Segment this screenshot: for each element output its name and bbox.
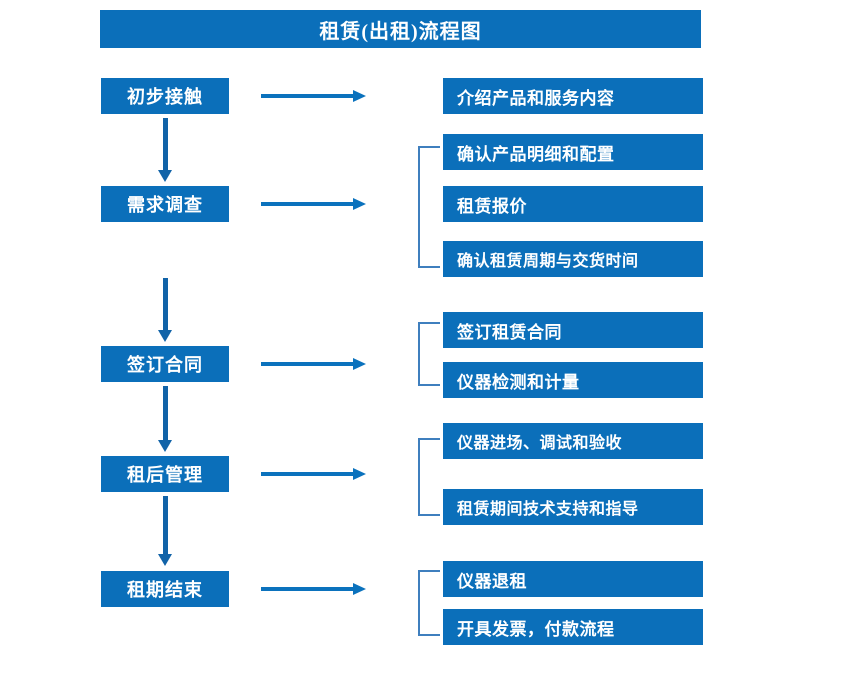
arrow-shaft	[261, 472, 353, 476]
arrow-head-right-icon	[353, 90, 366, 102]
flow-arrow-down-4	[158, 496, 172, 566]
group-bracket-2	[418, 146, 440, 268]
arrow-head-down-icon	[158, 170, 172, 182]
arrow-head-down-icon	[158, 330, 172, 342]
detail-box-9[interactable]: 仪器退租	[443, 561, 703, 597]
group-bracket-3	[418, 322, 440, 386]
detail-box-5[interactable]: 签订租赁合同	[443, 312, 703, 348]
arrow-head-down-icon	[158, 554, 172, 566]
arrow-head-right-icon	[353, 583, 366, 595]
detail-box-6[interactable]: 仪器检测和计量	[443, 362, 703, 398]
stage-box-5[interactable]: 租期结束	[101, 571, 229, 607]
group-bracket-4	[418, 438, 440, 516]
arrow-shaft	[163, 496, 168, 555]
flow-arrow-down-3	[158, 386, 172, 452]
flow-arrow-right-4	[261, 468, 366, 480]
arrow-head-right-icon	[353, 198, 366, 210]
arrow-shaft	[163, 386, 168, 441]
arrow-head-right-icon	[353, 358, 366, 370]
detail-box-4[interactable]: 确认租赁周期与交货时间	[443, 241, 703, 277]
arrow-head-right-icon	[353, 468, 366, 480]
detail-box-1[interactable]: 介绍产品和服务内容	[443, 78, 703, 114]
arrow-shaft	[261, 202, 353, 206]
detail-box-10[interactable]: 开具发票，付款流程	[443, 609, 703, 645]
arrow-shaft	[163, 278, 168, 331]
flow-arrow-right-2	[261, 198, 366, 210]
arrow-shaft	[261, 362, 353, 366]
stage-box-3[interactable]: 签订合同	[101, 346, 229, 382]
stage-box-1[interactable]: 初步接触	[101, 78, 229, 114]
arrow-shaft	[261, 587, 353, 591]
flow-arrow-down-2	[158, 278, 172, 342]
flow-arrow-right-1	[261, 90, 366, 102]
arrow-shaft	[261, 94, 353, 98]
detail-box-8[interactable]: 租赁期间技术支持和指导	[443, 489, 703, 525]
flow-arrow-right-3	[261, 358, 366, 370]
flowchart-title: 租赁(出租)流程图	[100, 10, 701, 48]
arrow-head-down-icon	[158, 440, 172, 452]
detail-box-7[interactable]: 仪器进场、调试和验收	[443, 423, 703, 459]
detail-box-3[interactable]: 租赁报价	[443, 186, 703, 222]
arrow-shaft	[163, 118, 168, 171]
detail-box-2[interactable]: 确认产品明细和配置	[443, 134, 703, 170]
group-bracket-5	[418, 570, 440, 636]
flow-arrow-right-5	[261, 583, 366, 595]
flow-arrow-down-1	[158, 118, 172, 182]
stage-box-4[interactable]: 租后管理	[101, 456, 229, 492]
stage-box-2[interactable]: 需求调查	[101, 186, 229, 222]
